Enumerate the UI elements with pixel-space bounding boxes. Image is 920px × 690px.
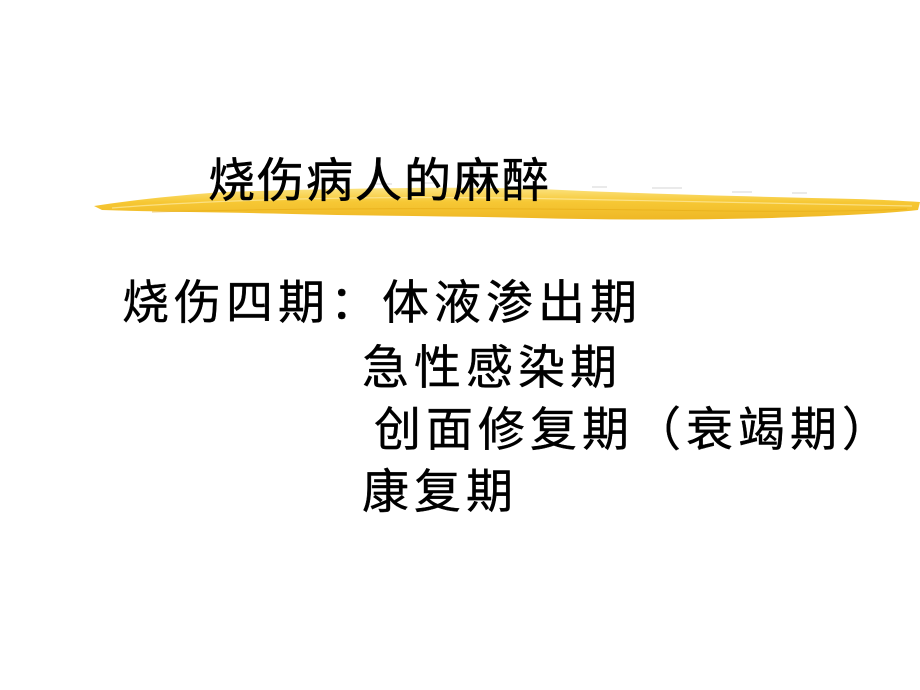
stages-label: 烧伤四期： bbox=[122, 276, 382, 331]
highlight-brush-stroke bbox=[94, 182, 920, 220]
stage-item: 创面修复期（衰竭期） bbox=[374, 403, 894, 458]
stage-item: 体液渗出期 bbox=[382, 276, 642, 331]
stage-item: 康复期 bbox=[362, 465, 518, 520]
stages-first-line: 烧伤四期：体液渗出期 bbox=[122, 276, 642, 332]
slide-title: 烧伤病人的麻醉 bbox=[208, 154, 551, 210]
stage-item: 急性感染期 bbox=[362, 341, 622, 396]
